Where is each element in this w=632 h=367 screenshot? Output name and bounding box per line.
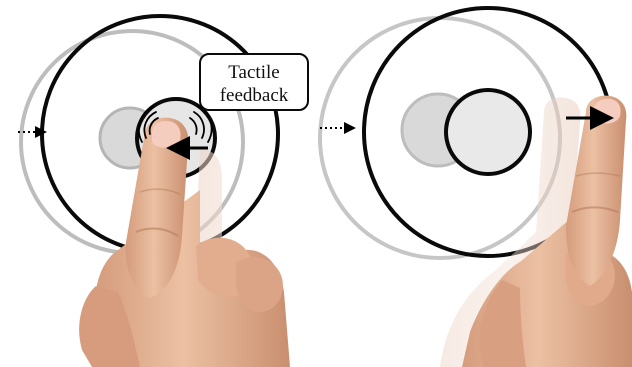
knob: [444, 88, 532, 176]
ghost-hand: [440, 97, 581, 367]
right-panel: [318, 6, 632, 367]
tactile-waves-icon: [137, 105, 213, 143]
left-panel: Tactile feedback: [18, 14, 309, 367]
tactile-feedback-callout: Tactile feedback: [199, 53, 309, 111]
hand: [79, 117, 290, 367]
hand: [462, 95, 632, 367]
callout-line-1: Tactile: [228, 62, 279, 83]
callout-line-2: feedback: [220, 85, 289, 106]
